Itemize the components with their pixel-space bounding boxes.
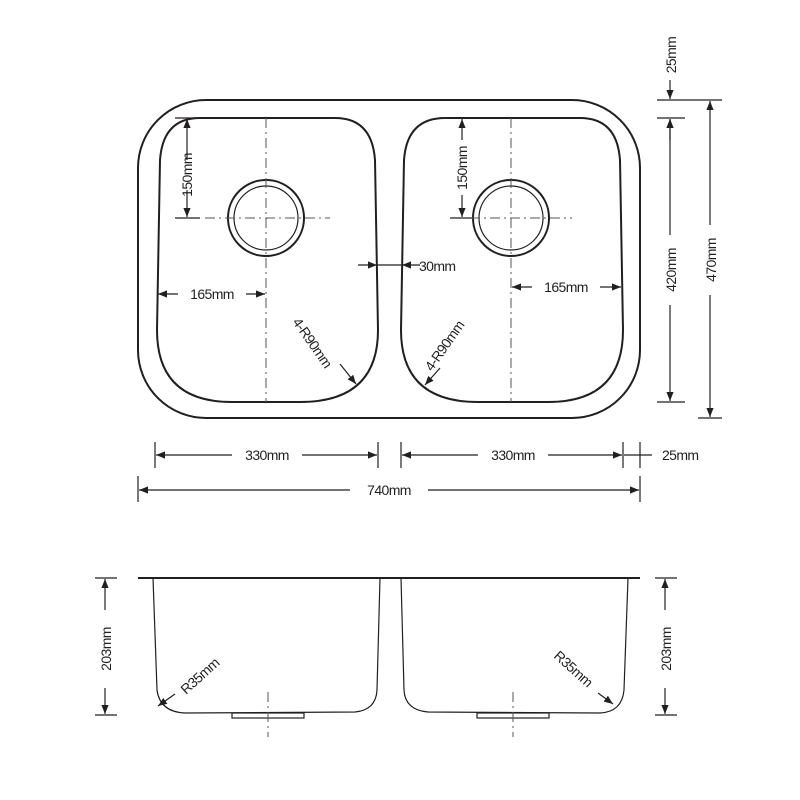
right-bowl-profile — [400, 577, 629, 714]
sink-outer-rim — [137, 99, 641, 419]
drain-offset-right-label: 150mm — [454, 146, 470, 190]
drain-offset-left-label: 150mm — [179, 153, 195, 197]
bowl-width-right-label: 330mm — [491, 447, 535, 463]
rim-side-label: 25mm — [662, 447, 699, 463]
depth-right-label: 203mm — [658, 627, 674, 671]
drain-center-right-label: 165mm — [544, 279, 588, 295]
corner-radius-right-label: 4-R90mm — [421, 318, 467, 374]
overall-width-label: 740mm — [367, 482, 411, 498]
bowl-length-label: 420mm — [663, 248, 679, 292]
top-view: 150mm 150mm 30mm 165mm 165mm 4-R90mm 4-R… — [137, 37, 722, 502]
divider-width-label: 30mm — [419, 258, 456, 274]
drain-center-left-label: 165mm — [190, 286, 234, 302]
radius-right-label: R35mm — [551, 647, 596, 690]
overall-length-label: 470mm — [703, 238, 719, 282]
rim-top-label: 25mm — [663, 37, 679, 74]
side-view: 203mm 203mm R35mm R35mm — [95, 577, 677, 737]
corner-radius-left-label: 4-R90mm — [290, 315, 336, 371]
radius-left-label: R35mm — [177, 655, 222, 698]
depth-left-label: 203mm — [98, 627, 114, 671]
bowl-width-left-label: 330mm — [245, 447, 289, 463]
right-bowl-outline — [399, 117, 625, 403]
left-bowl-outline — [155, 117, 380, 403]
